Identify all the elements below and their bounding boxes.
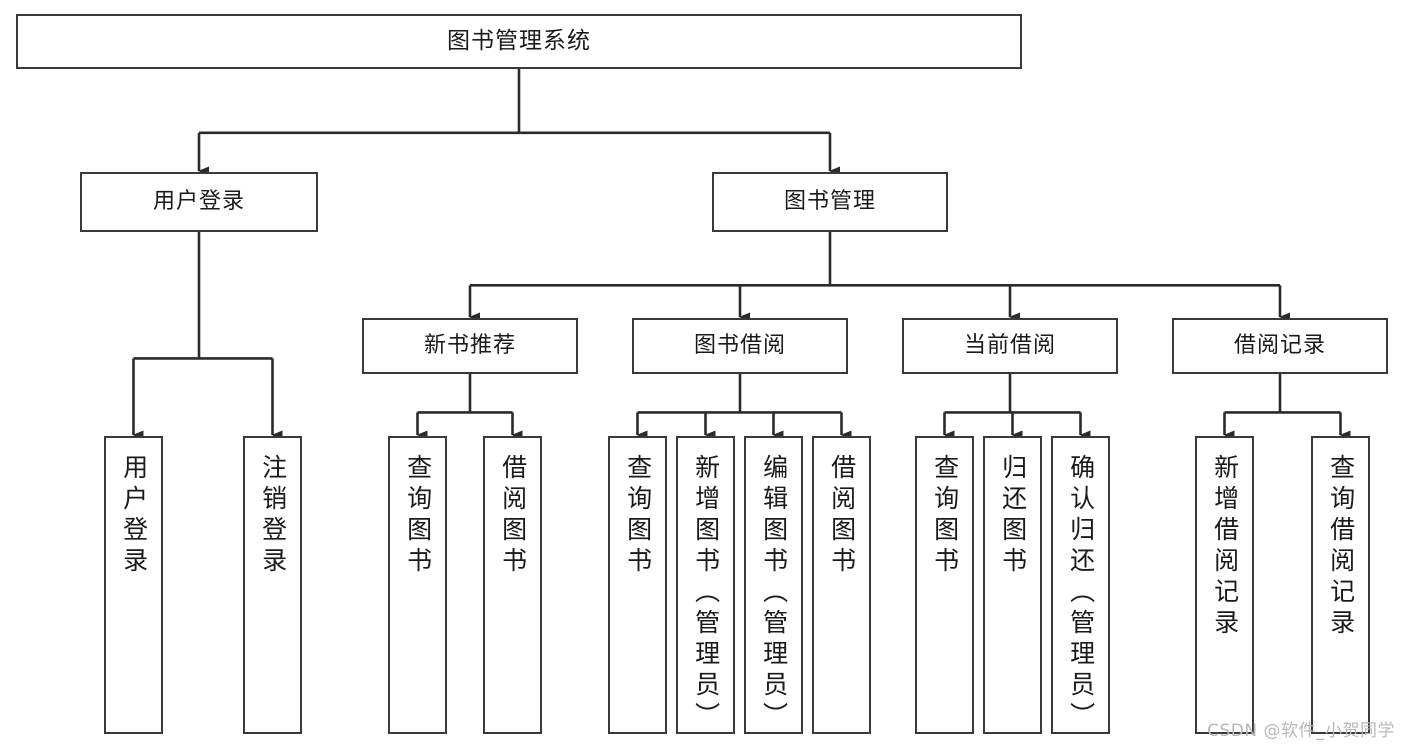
node-book-management[interactable]: 图书管理 <box>712 172 948 232</box>
node-label: 新增图书（管理员） <box>691 454 721 733</box>
node-label: 确认归还（管理员） <box>1066 454 1096 733</box>
leaf-borrow-add-book[interactable]: 新增图书（管理员） <box>676 436 735 734</box>
node-borrow-record[interactable]: 借阅记录 <box>1172 318 1388 374</box>
node-label: 图书管理 <box>783 189 876 215</box>
node-current-borrow[interactable]: 当前借阅 <box>902 318 1118 374</box>
node-label: 借阅图书 <box>498 454 528 578</box>
leaf-newbook-query-book[interactable]: 查询图书 <box>388 436 447 734</box>
node-label: 图书借阅 <box>693 333 786 359</box>
node-label: 图书管理系统 <box>447 28 591 55</box>
leaf-borrow-borrow-book[interactable]: 借阅图书 <box>812 436 871 734</box>
leaf-current-confirm-return[interactable]: 确认归还（管理员） <box>1051 436 1110 734</box>
node-label: 借阅图书 <box>827 454 857 578</box>
leaf-record-query[interactable]: 查询借阅记录 <box>1311 436 1370 734</box>
edge-paths <box>132 69 1351 440</box>
node-label: 查询图书 <box>623 454 653 578</box>
node-label: 用户登录 <box>119 454 149 578</box>
leaf-current-return-book[interactable]: 归还图书 <box>983 436 1042 734</box>
node-label: 借阅记录 <box>1233 333 1326 359</box>
node-label: 编辑图书（管理员） <box>759 454 789 733</box>
leaf-newbook-borrow-book[interactable]: 借阅图书 <box>483 436 542 734</box>
watermark: CSDN @软件_小贺同学 <box>1207 721 1395 741</box>
node-new-book-recommend[interactable]: 新书推荐 <box>362 318 578 374</box>
node-label: 当前借阅 <box>963 333 1056 359</box>
node-book-borrow[interactable]: 图书借阅 <box>632 318 848 374</box>
node-label: 查询借阅记录 <box>1326 454 1356 640</box>
node-label: 用户登录 <box>152 189 245 215</box>
node-label: 查询图书 <box>403 454 433 578</box>
leaf-current-query-book[interactable]: 查询图书 <box>915 436 974 734</box>
node-user-login[interactable]: 用户登录 <box>80 172 318 232</box>
leaf-record-add[interactable]: 新增借阅记录 <box>1195 436 1254 734</box>
node-root[interactable]: 图书管理系统 <box>16 14 1022 69</box>
node-label: 注销登录 <box>258 454 288 578</box>
node-label: 查询图书 <box>930 454 960 578</box>
leaf-borrow-query-book[interactable]: 查询图书 <box>608 436 667 734</box>
leaf-borrow-edit-book[interactable]: 编辑图书（管理员） <box>744 436 803 734</box>
leaf-logout[interactable]: 注销登录 <box>243 436 302 734</box>
node-label: 新增借阅记录 <box>1210 454 1240 640</box>
node-label: 新书推荐 <box>423 333 516 359</box>
node-label: 归还图书 <box>998 454 1028 578</box>
leaf-user-login[interactable]: 用户登录 <box>104 436 163 734</box>
